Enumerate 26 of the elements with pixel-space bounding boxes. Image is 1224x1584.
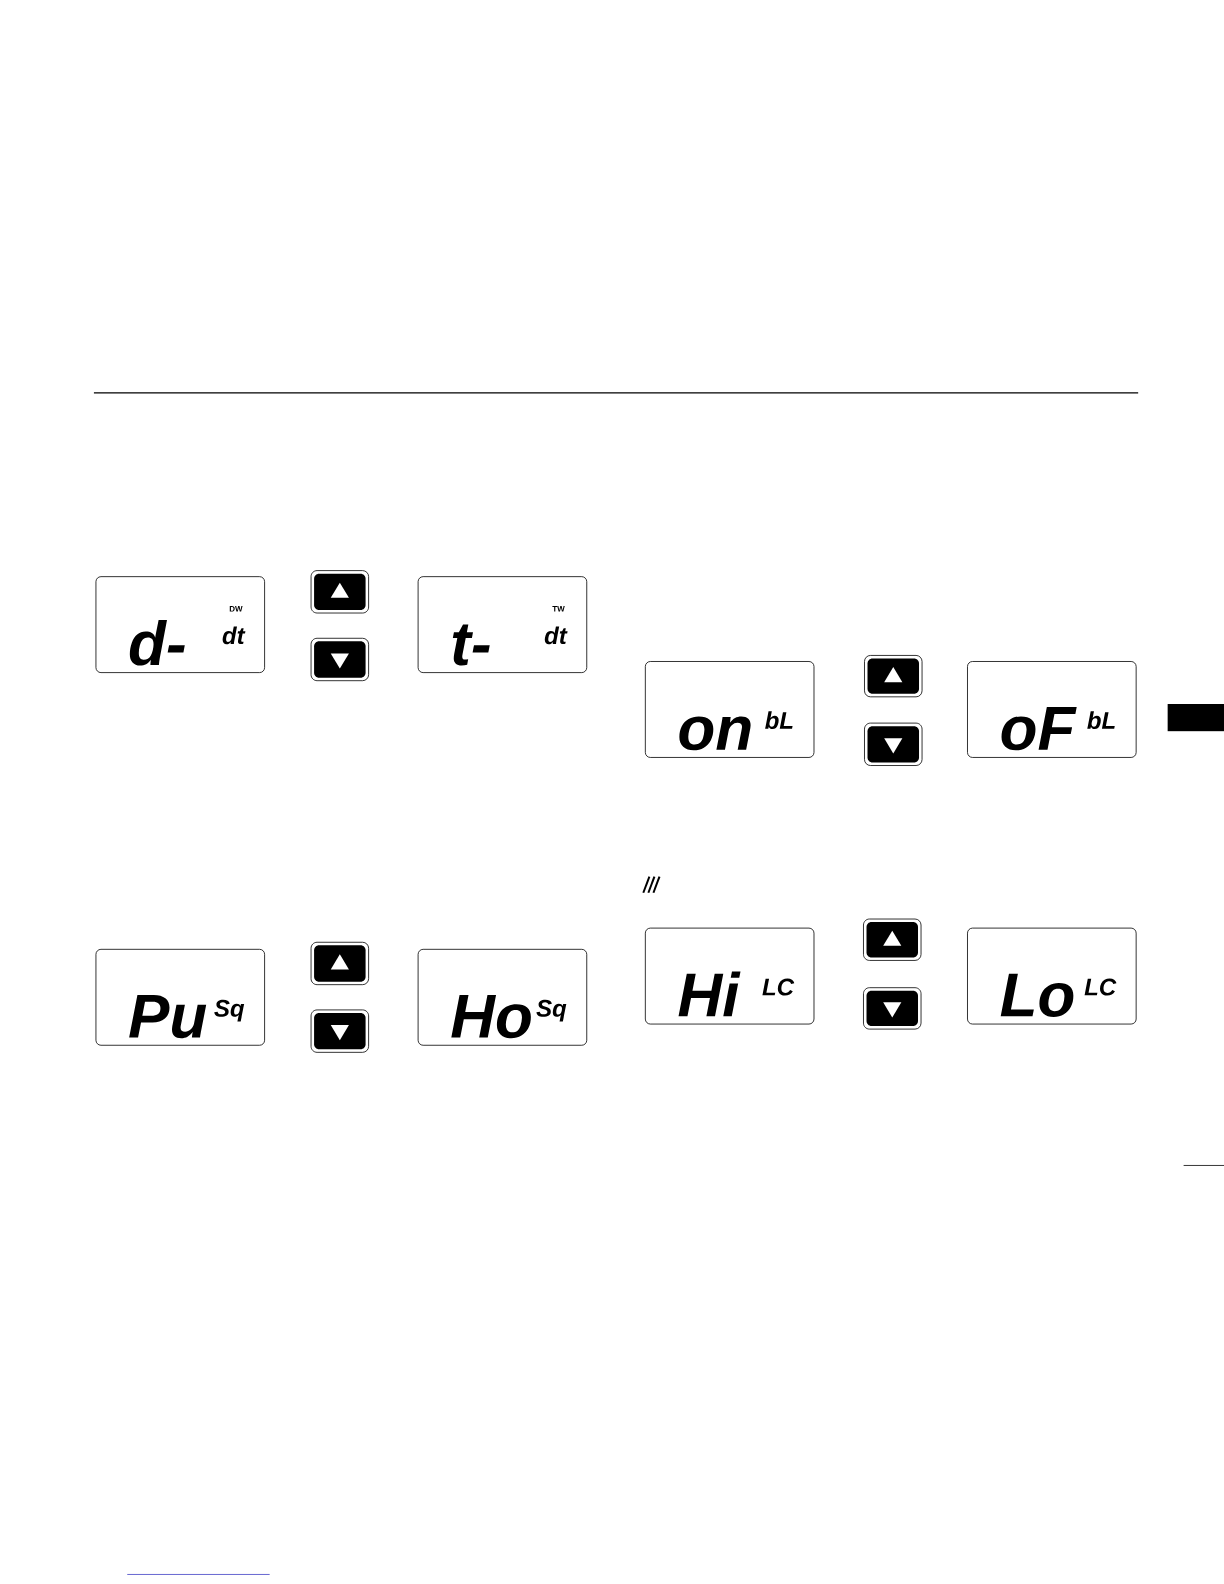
indicator-label: TW (552, 606, 565, 612)
lcd-readout: on (679, 716, 751, 751)
mode-code: Sq (214, 999, 245, 1022)
up-button (310, 941, 369, 986)
lcd-readout: t- (452, 624, 490, 666)
up-button (310, 570, 369, 614)
mode-code: dt (544, 626, 568, 645)
down-button (310, 637, 369, 682)
mode-code: Sq (536, 999, 567, 1022)
mode-code: bL (1087, 711, 1115, 729)
mode-code: bL (765, 711, 793, 729)
mode-code: LC (1084, 978, 1117, 996)
up-button (864, 655, 923, 698)
lcd-readout: Hi (678, 971, 741, 1017)
down-button (310, 1009, 369, 1053)
mode-code: dt (222, 626, 246, 645)
lcd-readout: d- (129, 620, 185, 666)
indicator-label: DW (229, 606, 243, 612)
down-button (864, 722, 923, 766)
lcd-readout: oF (1001, 707, 1077, 751)
lcd-readout: Ho (451, 994, 531, 1039)
mode-code: LC (762, 978, 795, 996)
lcd-readout: Lo (1000, 973, 1074, 1017)
lcd-readout: Pu (129, 994, 207, 1039)
down-button (863, 987, 922, 1030)
up-button (863, 918, 922, 961)
